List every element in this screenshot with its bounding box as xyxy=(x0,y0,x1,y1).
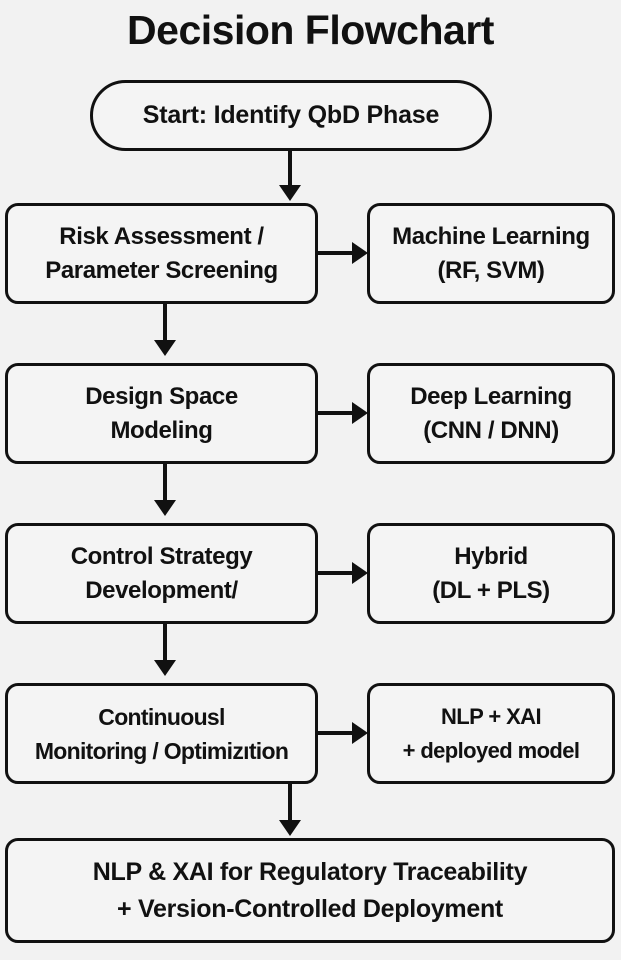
process-node-continuous-monitoring[interactable]: Continuousl Monitoring / Optimizıtion xyxy=(5,683,318,784)
arrow-down-icon-row1-to-row2 xyxy=(154,340,176,356)
connector-row2-process-to-method xyxy=(318,411,354,415)
process-node-control-strategy[interactable]: Control Strategy Development/ xyxy=(5,523,318,624)
arrow-right-icon-row1 xyxy=(352,242,368,264)
arrow-down-icon-row2-to-row3 xyxy=(154,500,176,516)
arrow-right-icon-row3 xyxy=(352,562,368,584)
page-title: Decision Flowchart xyxy=(127,7,494,53)
process-node-continuous-monitoring-label: Continuousl Monitoring / Optimizıtion xyxy=(34,703,289,764)
start-node[interactable]: Start: Identify QbD Phase xyxy=(90,80,492,151)
arrow-right-icon-row4 xyxy=(352,722,368,744)
method-node-deep-learning-label: Deep Learning (CNN / DNN) xyxy=(410,382,572,444)
bottom-node-label: NLP & XAI for Regulatory Traceability + … xyxy=(92,857,528,923)
process-node-design-space-label: Design Space Modeling xyxy=(85,382,238,444)
connector-start-to-row1 xyxy=(288,151,292,187)
connector-row4-to-bottom xyxy=(288,784,292,822)
bottom-node-nlp-xai-regulatory[interactable]: NLP & XAI for Regulatory Traceability + … xyxy=(5,838,615,943)
process-node-risk-assessment[interactable]: Risk Assessment / Parameter Screening xyxy=(5,203,318,304)
connector-row1-process-to-method xyxy=(318,251,354,255)
method-node-deep-learning[interactable]: Deep Learning (CNN / DNN) xyxy=(367,363,615,464)
process-node-design-space[interactable]: Design Space Modeling xyxy=(5,363,318,464)
arrow-down-icon-start-to-row1 xyxy=(279,185,301,201)
connector-row2-to-row3 xyxy=(163,464,167,500)
connector-row3-process-to-method xyxy=(318,571,354,575)
method-node-nlp-xai[interactable]: NLP + XAI + deployed model xyxy=(367,683,615,784)
process-node-control-strategy-label: Control Strategy Development/ xyxy=(70,542,253,604)
connector-row3-to-row4 xyxy=(163,624,167,660)
start-node-label: Start: Identify QbD Phase xyxy=(142,101,440,129)
arrow-down-icon-row4-to-bottom xyxy=(279,820,301,836)
connector-row4-process-to-method xyxy=(318,731,354,735)
arrow-right-icon-row2 xyxy=(352,402,368,424)
method-node-machine-learning[interactable]: Machine Learning (RF, SVM) xyxy=(367,203,615,304)
connector-row1-to-row2 xyxy=(163,304,167,340)
method-node-nlp-xai-label: NLP + XAI + deployed model xyxy=(402,703,580,763)
method-node-machine-learning-label: Machine Learning (RF, SVM) xyxy=(392,222,590,284)
method-node-hybrid[interactable]: Hybrid (DL + PLS) xyxy=(367,523,615,624)
arrow-down-icon-row3-to-row4 xyxy=(154,660,176,676)
process-node-risk-assessment-label: Risk Assessment / Parameter Screening xyxy=(45,222,278,284)
method-node-hybrid-label: Hybrid (DL + PLS) xyxy=(432,542,550,604)
